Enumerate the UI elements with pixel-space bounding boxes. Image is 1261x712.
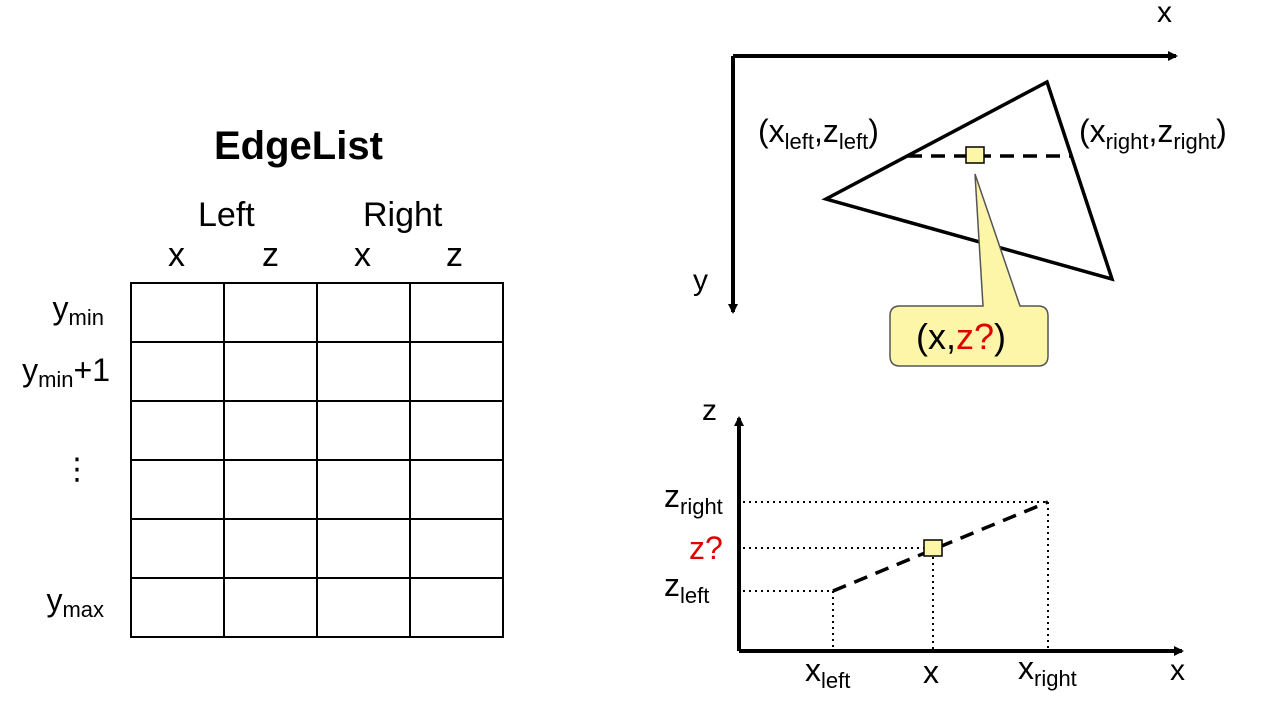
table-cell	[316, 282, 411, 343]
row-label-ymax: ymax	[46, 582, 104, 622]
x-left-label: xleft	[805, 652, 851, 693]
interpolated-point-marker	[923, 539, 943, 557]
table-row	[130, 518, 504, 579]
triangle-x-axis-label: x	[1157, 0, 1172, 29]
row-label-ymin: ymin	[52, 290, 104, 330]
callout-text: (x,z?)	[916, 316, 1007, 357]
edgelist-table	[130, 282, 504, 638]
column-right-x: x	[354, 236, 371, 274]
plot-x-axis-label: x	[1170, 654, 1185, 687]
column-left-z: z	[262, 236, 279, 274]
table-cell	[223, 459, 318, 520]
table-cell	[130, 577, 225, 638]
column-left-x: x	[168, 236, 185, 274]
row-label-ellipsis: ⋮	[62, 453, 92, 486]
row-label-ymin-plus-1: ymin+1	[22, 352, 110, 392]
table-cell	[316, 518, 411, 579]
table-cell	[223, 282, 318, 343]
table-cell	[409, 518, 504, 579]
left-point-label: (xleft,zleft)	[758, 113, 879, 154]
table-cell	[409, 459, 504, 520]
z-left-label: zleft	[664, 567, 710, 608]
right-point-label: (xright,zright)	[1079, 113, 1227, 154]
z-right-label: zright	[664, 478, 723, 519]
header-right: Right	[363, 196, 443, 234]
table-cell	[316, 341, 411, 402]
table-cell	[409, 282, 504, 343]
table-row	[130, 341, 504, 402]
header-left: Left	[198, 196, 255, 234]
plot-z-axis-label: z	[702, 394, 717, 427]
table-cell	[130, 518, 225, 579]
table-cell	[130, 400, 225, 461]
table-cell	[316, 459, 411, 520]
table-cell	[130, 282, 225, 343]
table-row	[130, 400, 504, 461]
z-unknown-label: z?	[689, 530, 723, 566]
table-cell	[316, 400, 411, 461]
x-mid-label: x	[923, 654, 939, 690]
table-cell	[409, 341, 504, 402]
column-right-z: z	[446, 236, 463, 274]
table-cell	[130, 459, 225, 520]
edgelist-title: EdgeList	[214, 124, 383, 168]
table-cell	[409, 400, 504, 461]
triangle-y-axis-label: y	[693, 264, 708, 297]
table-cell	[223, 400, 318, 461]
table-cell	[130, 341, 225, 402]
table-cell	[223, 341, 318, 402]
table-cell	[223, 518, 318, 579]
callout-bubble	[889, 173, 1049, 367]
table-row	[130, 282, 504, 343]
table-cell	[316, 577, 411, 638]
table-cell	[409, 577, 504, 638]
scanline-point-marker	[965, 146, 985, 164]
x-right-label: xright	[1018, 650, 1077, 691]
table-row	[130, 459, 504, 520]
triangle	[821, 79, 1115, 282]
table-row	[130, 577, 504, 638]
table-cell	[223, 577, 318, 638]
